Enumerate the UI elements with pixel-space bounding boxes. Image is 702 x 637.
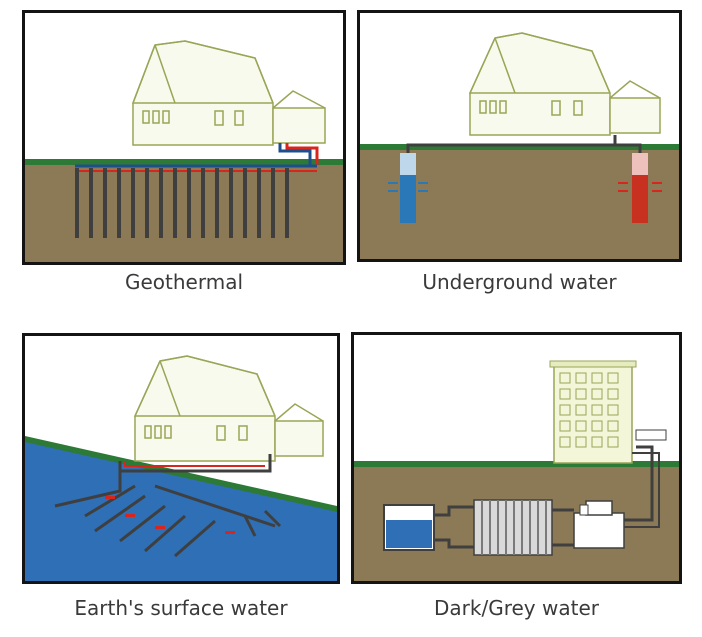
house-icon bbox=[133, 355, 324, 462]
heat-pump-icon bbox=[573, 500, 625, 549]
underground-water-panel bbox=[357, 10, 682, 262]
grey-water-panel bbox=[351, 332, 682, 584]
surface-loop-pipes bbox=[54, 471, 282, 558]
geothermal-diagram bbox=[25, 13, 343, 262]
surface-water-caption: Earth's surface water bbox=[74, 596, 288, 620]
ground-loop-pipes bbox=[75, 168, 289, 238]
house-icon bbox=[131, 40, 326, 146]
underground-water-caption: Underground water bbox=[422, 270, 617, 294]
cold-well bbox=[388, 153, 428, 223]
building-icon bbox=[549, 360, 637, 464]
geothermal-caption: Geothermal bbox=[124, 270, 244, 294]
underground-water-diagram bbox=[360, 13, 679, 259]
grey-water-caption: Dark/Grey water bbox=[434, 596, 599, 620]
water-tank-icon bbox=[383, 504, 435, 551]
heat-exchanger-icon bbox=[473, 499, 553, 556]
house-icon bbox=[468, 32, 661, 136]
hot-well bbox=[618, 153, 662, 223]
grey-water-diagram bbox=[354, 335, 679, 581]
surface-water-diagram bbox=[25, 336, 337, 581]
geothermal-panel bbox=[22, 10, 346, 265]
surface-water-panel bbox=[22, 333, 340, 584]
